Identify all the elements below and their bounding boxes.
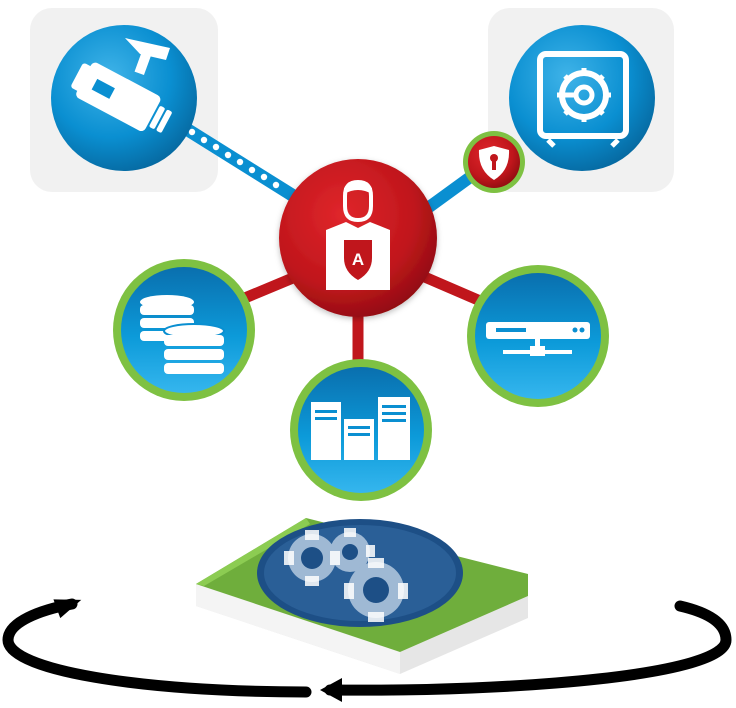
admin-letter: A bbox=[352, 250, 364, 269]
cycle-arrowhead-left bbox=[53, 599, 82, 619]
gears-platform-icon bbox=[257, 519, 463, 627]
node-databases bbox=[113, 259, 255, 401]
server-towers-icon bbox=[311, 397, 410, 460]
connector-databases bbox=[237, 269, 303, 306]
node-network bbox=[467, 265, 609, 407]
security-camera-icon bbox=[71, 38, 172, 133]
connector-network bbox=[417, 269, 481, 306]
cycle-arc-right bbox=[324, 600, 732, 696]
node-vault bbox=[509, 25, 655, 171]
database-stack-icon bbox=[140, 295, 225, 374]
network-appliance-icon bbox=[486, 322, 590, 356]
cycle-arc-left bbox=[2, 598, 312, 698]
connector-camera-dots bbox=[188, 128, 280, 189]
node-servers bbox=[290, 359, 432, 501]
cycle-arrows-icon bbox=[2, 598, 732, 702]
vault-safe-icon bbox=[537, 51, 629, 148]
security-lock-badge-icon bbox=[478, 146, 510, 180]
node-camera bbox=[51, 25, 197, 171]
cycle-arrowhead-bottom bbox=[320, 678, 342, 702]
admin-user-shield-icon: A bbox=[326, 179, 390, 290]
connectors bbox=[176, 119, 484, 360]
security-badge bbox=[463, 131, 525, 193]
